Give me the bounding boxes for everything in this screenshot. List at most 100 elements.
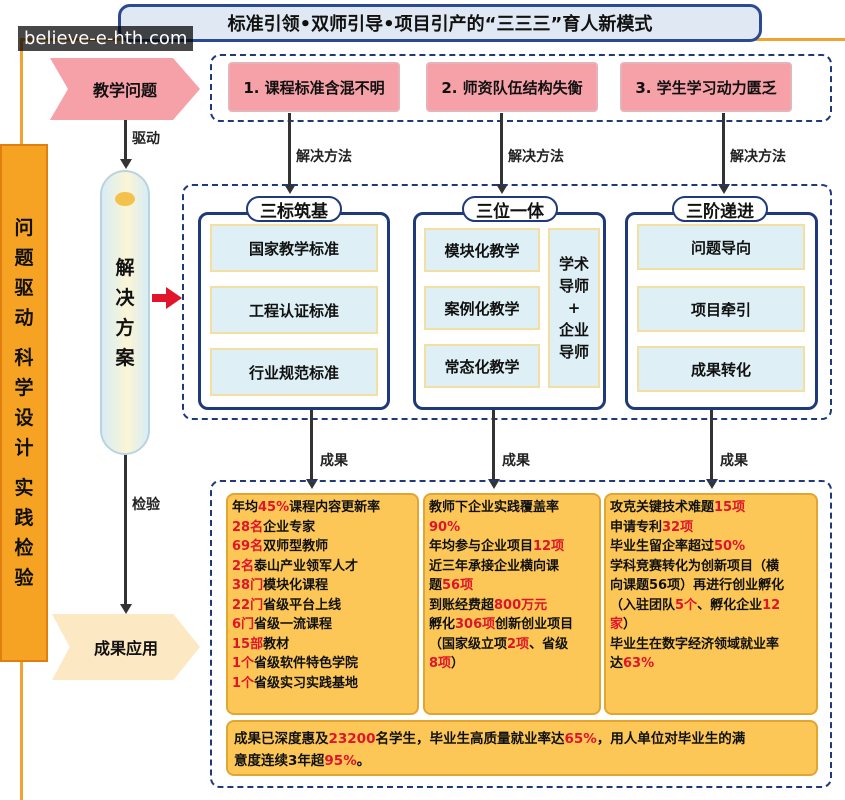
- highlight-value: 65%: [564, 731, 597, 747]
- column-trinity-title: 三位一体: [462, 196, 558, 222]
- highlight-value: 23200: [328, 731, 376, 747]
- result-standards-line: 1个省级实习实践基地: [232, 674, 413, 694]
- highlight-value: 家: [610, 617, 624, 632]
- method-label-2: 解决方法: [508, 149, 564, 165]
- result-standards-line: 年均45%课程内容更新率: [232, 498, 413, 518]
- highlight-value: 69名: [232, 539, 264, 554]
- result-text: 孵化: [429, 617, 456, 632]
- result-trinity-line: （国家级立项2项、省级: [429, 635, 595, 655]
- result-text: 泰山产业领军人才: [254, 558, 359, 574]
- left-bar-char: [21, 463, 28, 473]
- result-text: 题: [429, 578, 443, 593]
- result-text: ，用人单位对毕业生的满: [596, 731, 746, 747]
- solution-char: 案: [115, 346, 135, 369]
- watermark: believe-e-hth.com: [18, 26, 194, 51]
- left-bar-char: 验: [14, 567, 34, 589]
- highlight-value: 56项: [442, 578, 474, 593]
- result-progressive-line: 家）: [610, 615, 812, 635]
- solution-char: 解: [115, 256, 135, 279]
- highlight-value: 15项: [714, 500, 746, 515]
- highlight-value: 38门: [232, 578, 264, 593]
- teaching-item-2: 案例化教学: [424, 286, 540, 330]
- result-trinity-line: 近三年承接企业横向课: [429, 557, 595, 577]
- highlight-value: 90%: [429, 519, 461, 535]
- result-text: ）: [623, 617, 637, 632]
- result-summary-line: 意度连续3年超95%。: [234, 750, 810, 772]
- solution-capsule: 解决方案: [100, 170, 150, 455]
- result-text: 、省级: [529, 636, 569, 652]
- highlight-value: 22门: [232, 597, 264, 613]
- result-connector-3: [710, 410, 713, 480]
- result-text: 模块化课程: [263, 578, 329, 593]
- result-progressive-line: 学科竞赛转化为创新项目（横: [610, 557, 812, 577]
- result-summary-line: 成果已深度惠及23200名学生，毕业生高质量就业率达65%，用人单位对毕业生的满: [234, 728, 810, 750]
- result-progressive-line: 攻克关键技术难题15项: [610, 498, 812, 518]
- left-bar-char: [21, 333, 28, 343]
- highlight-value: 1个: [232, 675, 255, 691]
- result-text: 省级一流课程: [254, 617, 333, 632]
- result-arrowhead-1: [305, 479, 318, 489]
- result-text: 达: [610, 656, 624, 671]
- result-text: 。: [356, 753, 371, 769]
- left-bar-char: 驱: [14, 277, 34, 299]
- teaching-item-1: 模块化教学: [424, 228, 540, 272]
- result-text: 毕业生留企率超过: [610, 539, 715, 554]
- result-text: 向课题56项）再进行创业孵化: [610, 578, 785, 593]
- result-text: 申请专利: [610, 519, 663, 535]
- column-standards-title: 三标筑基: [246, 196, 342, 222]
- left-bar-char: 践: [14, 507, 34, 529]
- results-container: [210, 480, 832, 788]
- result-trinity-line: 年均参与企业项目12项: [429, 537, 595, 557]
- method-arrowhead-1: [283, 184, 296, 194]
- result-text: 攻克关键技术难题: [610, 500, 715, 515]
- result-text: 名学生，毕业生高质量就业率达: [375, 731, 565, 747]
- solution-char: 方: [115, 316, 135, 339]
- result-box-progressive: 攻克关键技术难题15项申请专利32项毕业生留企率超过50%学科竞赛转化为创新项目…: [604, 493, 818, 715]
- highlight-value: 306项: [455, 617, 496, 632]
- result-text: 近三年承接企业横向课: [429, 558, 560, 574]
- highlight-value: 45%: [258, 500, 290, 515]
- highlight-value: 63%: [623, 656, 655, 671]
- result-trinity-line: 孵化306项创新创业项目: [429, 615, 595, 635]
- result-text: 学科竞赛转化为创新项目（横: [610, 558, 780, 574]
- result-arrowhead-2: [487, 479, 500, 489]
- result-standards-line: 69名双师型教师: [232, 537, 413, 557]
- stage-item-2: 项目牵引: [637, 286, 805, 332]
- highlight-value: 1个: [232, 656, 255, 671]
- result-text: 、孵化企业: [697, 597, 763, 613]
- highlight-value: 12: [762, 597, 781, 613]
- highlight-value: 8项: [429, 656, 452, 671]
- mentor-char: 导师: [558, 343, 589, 361]
- result-connector-1: [310, 410, 313, 480]
- highlight-value: 2名: [232, 558, 255, 574]
- page-title: 标准引领•双师引导•项目引产的“三三三”育人新模式: [118, 4, 762, 42]
- result-progressive-line: 向课题56项）再进行创业孵化: [610, 576, 812, 596]
- result-text: 年均参与企业项目: [429, 539, 534, 554]
- result-progressive-line: 达63%: [610, 654, 812, 674]
- result-text: 创新创业项目: [495, 617, 574, 632]
- highlight-value: 6门: [232, 617, 255, 632]
- drive-arrowhead: [119, 159, 132, 169]
- result-text: 意度连续3年超: [234, 753, 325, 769]
- left-bar-char: 题: [14, 247, 34, 269]
- result-text: 企业专家: [263, 519, 316, 535]
- result-text: ）: [451, 656, 465, 671]
- left-bar-char: 计: [14, 437, 34, 459]
- left-bar-char: 科: [14, 347, 34, 369]
- highlight-value: 2项: [507, 636, 530, 652]
- result-standards-line: 6门省级一流课程: [232, 615, 413, 635]
- result-standards-line: 1个省级软件特色学院: [232, 654, 413, 674]
- standard-item-3: 行业规范标准: [210, 348, 378, 396]
- left-bar-char: 问: [14, 217, 34, 239]
- red-arrow-icon: [152, 287, 182, 309]
- method-arrowhead-2: [495, 184, 508, 194]
- result-progressive-line: 毕业生在数字经济领域就业率: [610, 635, 812, 655]
- solutions-container: [182, 184, 832, 420]
- highlight-value: 32项: [662, 519, 694, 535]
- result-standards-line: 28名企业专家: [232, 518, 413, 538]
- stage-item-1: 问题导向: [637, 224, 805, 270]
- method-connector-2: [500, 113, 503, 185]
- result-text: 教师下企业实践覆盖率: [429, 500, 560, 515]
- result-text: 教材: [263, 636, 290, 652]
- left-bar-char: 动: [14, 307, 34, 329]
